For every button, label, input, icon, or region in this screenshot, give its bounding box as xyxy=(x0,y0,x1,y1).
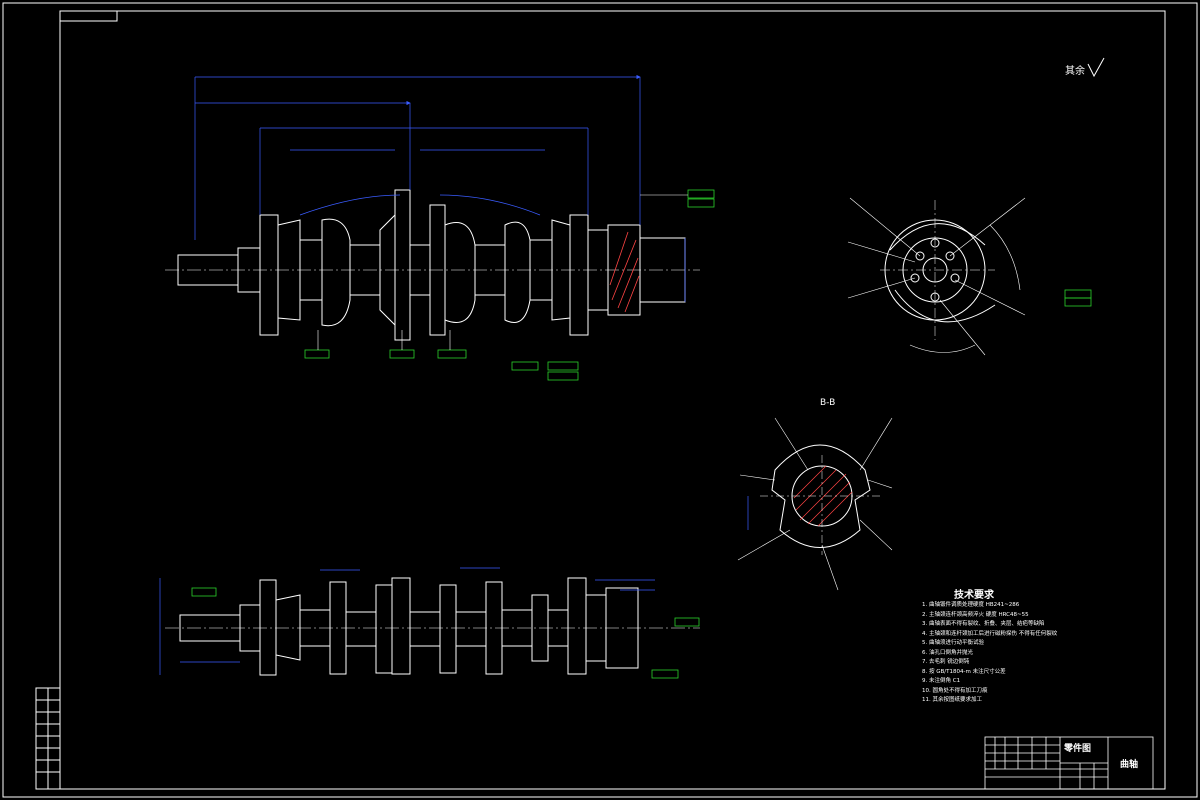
tech-item: 2. 主轴颈连杆颈高频淬火 硬度 HRC48~55 xyxy=(922,611,1029,618)
crankshaft-main-view xyxy=(165,74,715,381)
surface-finish-symbol: 其余 xyxy=(1065,57,1105,78)
tech-item: 11. 其余按图纸要求加工 xyxy=(922,697,982,703)
tech-item: 4. 主轴颈和连杆颈加工后进行磁粉探伤 不得有任何裂纹 xyxy=(922,630,1058,637)
tech-item: 9. 未注倒角 C1 xyxy=(922,678,961,684)
title-drawing-type: 零件图 xyxy=(1064,744,1092,754)
tech-item: 7. 去毛刺 锐边倒钝 xyxy=(922,659,970,665)
tech-item: 1. 曲轴锻件调质处理硬度 HB241~286 xyxy=(922,602,1020,608)
tech-item: 5. 曲轴须进行动平衡试验 xyxy=(922,640,984,646)
surface-symbol-label: 其余 xyxy=(1065,64,1085,77)
tech-item: 8. 按 GB/T1804-m 未注尺寸公差 xyxy=(922,668,1006,675)
crankshaft-bottom-view xyxy=(159,567,700,679)
title-part-name: 曲轴 xyxy=(1120,760,1139,770)
tech-item: 3. 曲轴表面不得有裂纹、折叠、夹层、结疤等缺陷 xyxy=(922,621,1045,627)
flange-end-view xyxy=(847,197,1092,356)
title-block xyxy=(984,736,1154,790)
section-b-b-view: B-B xyxy=(737,398,893,591)
tech-title: 技术要求 xyxy=(954,590,994,601)
section-title: B-B xyxy=(820,398,835,408)
tech-item: 6. 油孔口倒角并抛光 xyxy=(922,649,973,656)
tech-item: 10. 圆角处不得有加工刀痕 xyxy=(922,687,988,694)
